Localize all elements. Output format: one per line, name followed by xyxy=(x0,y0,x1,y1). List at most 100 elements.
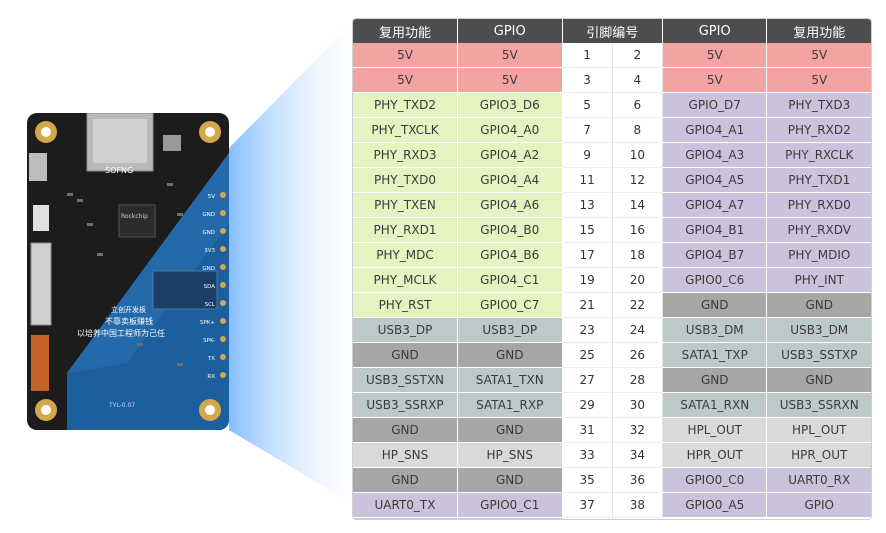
right-function-cell: GPIO xyxy=(766,492,871,518)
left-gpio-cell: GPIO0_C1 xyxy=(457,492,563,518)
edge-pad xyxy=(220,228,226,234)
edge-pin-label: SCL xyxy=(205,302,216,308)
mount-hole-bottom-left xyxy=(35,399,57,421)
left-function-cell: GPIO xyxy=(353,517,458,519)
left-function-cell: PHY_TXD2 xyxy=(353,92,458,118)
right-gpio-cell: GPIO4_A5 xyxy=(662,167,768,193)
left-function-cell: UART0_TX xyxy=(353,492,458,518)
left-gpio-cell: GND xyxy=(457,342,563,368)
left-function-cell: PHY_MCLK xyxy=(353,267,458,293)
right-gpio-cell: GPIO0_A5 xyxy=(662,492,768,518)
left-gpio-cell: USB3_DP xyxy=(457,317,563,343)
edge-pad xyxy=(220,264,226,270)
left-pin-cell: 1 xyxy=(562,43,613,68)
edge-pin-label: TX xyxy=(207,356,215,362)
sd-card-slot-inner xyxy=(93,119,147,163)
right-function-cell: PHY_MDIO xyxy=(766,242,871,268)
left-function-cell: 5V xyxy=(353,67,458,93)
slogan-line-2: 以培养中国工程师为己任 xyxy=(77,328,165,338)
orange-connector xyxy=(31,335,49,391)
left-pin-cell: 5 xyxy=(562,92,613,118)
right-gpio-cell: SATA1_RXN xyxy=(662,392,768,418)
right-pin-cell: 30 xyxy=(612,392,663,418)
right-pin-cell xyxy=(612,517,663,519)
edge-pin-label: 5V xyxy=(208,194,215,200)
left-function-cell: PHY_RXD1 xyxy=(353,217,458,243)
left-pin-cell: 9 xyxy=(562,142,613,168)
edge-pad xyxy=(220,318,226,324)
right-function-cell: PHY_RXCLK xyxy=(766,142,871,168)
right-function-cell: PHY_RXDV xyxy=(766,217,871,243)
edge-pads xyxy=(220,192,226,378)
right-function-cell: PHY_TXD1 xyxy=(766,167,871,193)
left-pin-cell: 35 xyxy=(562,467,613,493)
right-function-cell: HPL_OUT xyxy=(766,417,871,443)
left-pin-cell: 13 xyxy=(562,192,613,218)
right-pin-cell: 16 xyxy=(612,217,663,243)
left-gpio-cell: 5V xyxy=(457,43,563,68)
left-function-cell: GND xyxy=(353,342,458,368)
right-function-cell: PHY_RXD2 xyxy=(766,117,871,143)
edge-pin-label: GND xyxy=(202,230,215,236)
left-gpio-cell: GPIO4_B0 xyxy=(457,217,563,243)
right-gpio-cell: SATA1_TXP xyxy=(662,342,768,368)
left-gpio-cell: GPIO4_A2 xyxy=(457,142,563,168)
edge-pad xyxy=(220,372,226,378)
left-pin-cell: 39 xyxy=(562,517,613,519)
right-gpio-cell: GPIO4_A7 xyxy=(662,192,768,218)
left-gpio-cell: HP_SNS xyxy=(457,442,563,468)
right-gpio-cell: HPL_OUT xyxy=(662,417,768,443)
right-pin-cell: 22 xyxy=(612,292,663,318)
right-function-cell: USB3_SSTXP xyxy=(766,342,871,368)
left-function-cell: PHY_RST xyxy=(353,292,458,318)
right-pin-cell: 10 xyxy=(612,142,663,168)
soc-chip xyxy=(118,204,156,238)
left-pin-cell: 3 xyxy=(562,67,613,93)
table-row: GPIOGPIO0_C539 xyxy=(353,517,871,519)
right-pin-cell: 14 xyxy=(612,192,663,218)
left-pin-cell: 17 xyxy=(562,242,613,268)
right-function-cell: PHY_RXD0 xyxy=(766,192,871,218)
left-gpio-cell: GPIO4_B6 xyxy=(457,242,563,268)
right-function-cell: PHY_INT xyxy=(766,267,871,293)
right-pin-cell: 20 xyxy=(612,267,663,293)
edge-pad xyxy=(220,246,226,252)
left-gpio-cell: SATA1_TXN xyxy=(457,367,563,393)
slogan-line-1: 不靠卖板赚钱 xyxy=(105,316,153,326)
left-pin-cell: 11 xyxy=(562,167,613,193)
left-gpio-cell: GND xyxy=(457,467,563,493)
left-function-cell: GND xyxy=(353,417,458,443)
edge-pad xyxy=(220,210,226,216)
connector-top xyxy=(29,153,47,181)
left-pin-cell: 15 xyxy=(562,217,613,243)
left-pin-cell: 7 xyxy=(562,117,613,143)
left-function-cell: USB3_SSRXP xyxy=(353,392,458,418)
right-pin-cell: 2 xyxy=(612,43,663,68)
right-function-cell: UART0_RX xyxy=(766,467,871,493)
right-pin-cell: 38 xyxy=(612,492,663,518)
right-pin-cell: 32 xyxy=(612,417,663,443)
right-gpio-cell: GPIO4_A3 xyxy=(662,142,768,168)
right-gpio-cell: HPR_OUT xyxy=(662,442,768,468)
edge-pin-label: RX xyxy=(207,374,215,380)
header-right-function: 复用功能 xyxy=(766,19,871,43)
right-function-cell: 5V xyxy=(766,67,871,93)
right-pin-cell: 34 xyxy=(612,442,663,468)
right-function-cell: HPR_OUT xyxy=(766,442,871,468)
left-gpio-cell: GPIO4_A6 xyxy=(457,192,563,218)
right-pin-cell: 24 xyxy=(612,317,663,343)
table-header-row: 复用功能 GPIO 引脚编号 GPIO 复用功能 xyxy=(353,19,871,43)
edge-pad xyxy=(220,354,226,360)
pcb-board: SOFNG Rockchip 立创开发板 不靠卖板赚钱 以培养中国工程师为己任 … xyxy=(27,113,229,430)
